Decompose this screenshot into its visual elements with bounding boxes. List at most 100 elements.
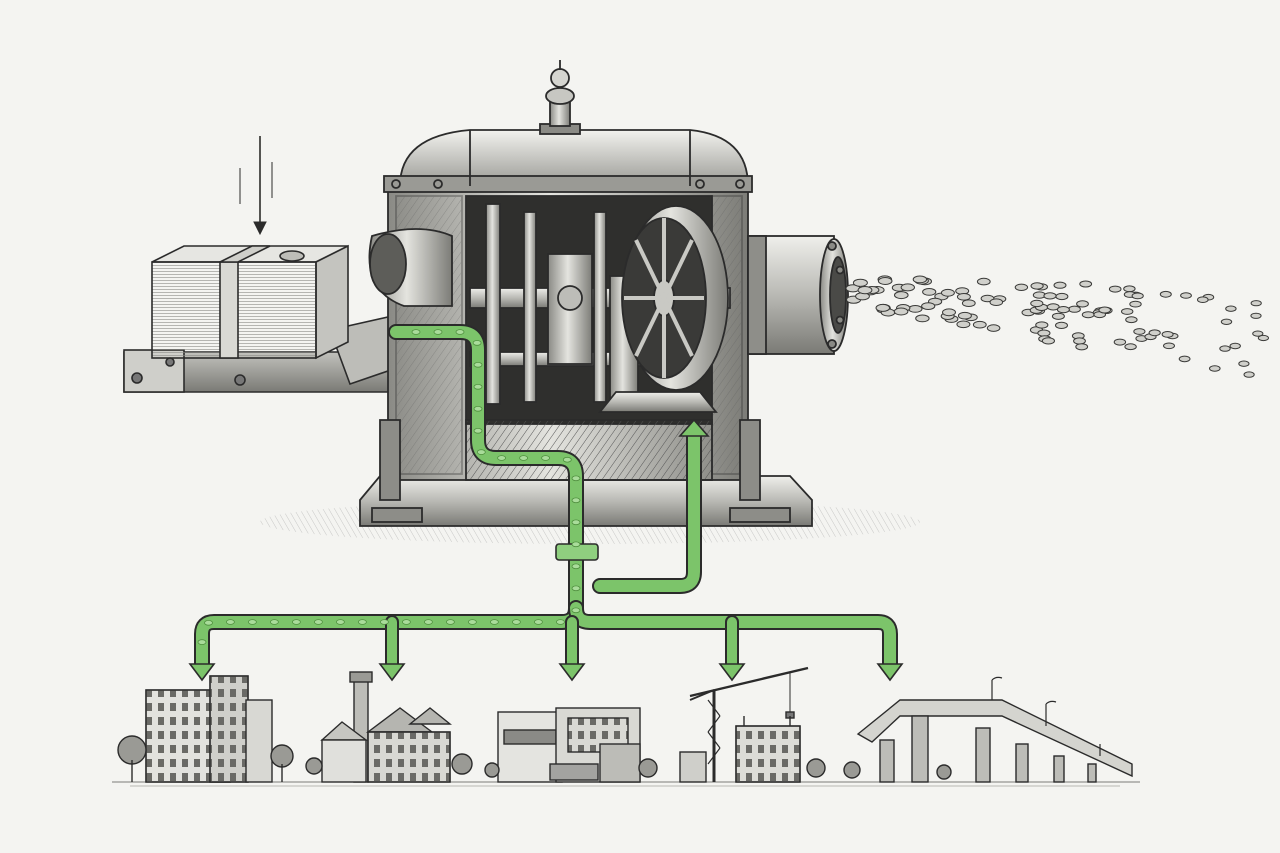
coin-icon xyxy=(1075,343,1089,351)
coin-icon xyxy=(1053,281,1067,289)
office-building xyxy=(484,707,658,783)
coin-icon xyxy=(1030,299,1044,308)
coin-icon xyxy=(1219,345,1231,352)
coin-icon xyxy=(512,619,521,625)
coin-icon xyxy=(473,427,483,434)
coin-icon xyxy=(1209,365,1221,372)
tree-icon xyxy=(484,758,658,778)
coin-icon xyxy=(961,299,976,308)
coin-icon xyxy=(197,639,207,645)
arrow-up-icon xyxy=(678,418,710,437)
factory xyxy=(305,671,473,783)
coin-icon xyxy=(411,329,421,335)
construction-site xyxy=(679,666,826,783)
coin-icon xyxy=(455,329,465,335)
coin-icon xyxy=(942,308,956,317)
coin-icon xyxy=(473,383,483,390)
coin-icon xyxy=(571,475,581,482)
coin-icon xyxy=(989,298,1004,307)
coin-icon xyxy=(489,619,499,625)
coin-icon xyxy=(922,288,937,296)
coin-icon xyxy=(1257,334,1270,342)
coin-icon xyxy=(571,585,581,592)
coin-icon xyxy=(1163,342,1175,350)
coin-icon xyxy=(957,311,972,320)
coin-icon xyxy=(1252,330,1264,337)
coin-icon xyxy=(1243,371,1255,378)
coin-icon xyxy=(986,324,1001,332)
coin-icon xyxy=(1250,312,1262,319)
tree-icon xyxy=(270,744,294,782)
arrow-down-icon xyxy=(188,663,216,682)
apartment-building xyxy=(117,675,294,783)
coin-icon xyxy=(467,619,477,625)
flow-arrowheads xyxy=(188,418,904,682)
coin-icon xyxy=(556,619,565,625)
arrow-down-icon xyxy=(558,663,586,682)
coin-icon xyxy=(1229,342,1241,350)
coin-icon xyxy=(1098,306,1111,314)
coin-icon xyxy=(433,329,443,335)
coin-icon xyxy=(900,283,915,292)
coin-icon xyxy=(225,619,235,625)
coin-icon xyxy=(571,541,581,548)
coin-icon xyxy=(1041,337,1056,345)
coin-icon xyxy=(1225,305,1237,312)
coin-icon xyxy=(1055,292,1069,301)
coin-icon xyxy=(313,619,323,625)
cash-bundle xyxy=(151,244,349,360)
coin-icon xyxy=(204,619,213,626)
coin-icon xyxy=(1043,292,1057,300)
coin-icon xyxy=(893,307,909,316)
coin-icon xyxy=(1051,312,1065,320)
tree-icon xyxy=(117,735,147,782)
coin-icon xyxy=(1068,305,1081,313)
coin-icon xyxy=(571,497,581,504)
coin-icon xyxy=(1056,306,1070,314)
coin-icon xyxy=(445,619,455,625)
coin-icon xyxy=(1121,308,1134,315)
coin-icon xyxy=(335,619,345,625)
coin-icon xyxy=(473,361,483,368)
tree-icon xyxy=(806,758,826,778)
coin-icon xyxy=(1220,318,1233,325)
coin-icon xyxy=(1073,337,1086,345)
coin-icon xyxy=(1108,285,1122,293)
coin-icon xyxy=(1180,292,1192,299)
coin-icon xyxy=(1161,331,1174,338)
arrow-down-icon xyxy=(876,663,904,682)
tree-icon xyxy=(843,761,952,780)
coin-icon xyxy=(877,277,893,285)
coin-icon xyxy=(1081,311,1095,319)
coin-icon xyxy=(1079,280,1093,288)
coin-icon xyxy=(541,455,550,461)
coin-icon xyxy=(1037,329,1051,337)
coin-icon xyxy=(571,519,581,526)
coin-icon xyxy=(908,305,923,313)
pipe-coins xyxy=(197,329,581,645)
coin-icon xyxy=(1125,316,1138,324)
coin-icon xyxy=(1124,343,1137,351)
coin-icon xyxy=(269,619,279,625)
coin-icon xyxy=(476,449,486,455)
coin-icon xyxy=(357,619,367,625)
coin-icon xyxy=(1197,296,1209,304)
coin-icon xyxy=(497,455,507,461)
coin-icon xyxy=(1030,282,1044,290)
coin-icon xyxy=(1131,292,1144,300)
coin-icon xyxy=(571,607,581,614)
coin-icon xyxy=(1148,329,1161,337)
coin-icon xyxy=(1076,300,1089,308)
coin-icon xyxy=(1129,300,1142,308)
arrow-down-icon xyxy=(718,663,746,682)
coin-icon xyxy=(1133,328,1146,335)
coin-icon xyxy=(1113,338,1127,346)
coin-icon xyxy=(857,286,873,295)
coin-icon xyxy=(912,275,928,284)
tree-icon xyxy=(451,753,473,775)
coin-icon xyxy=(976,277,991,286)
coin-icon xyxy=(1250,300,1262,307)
coin-icon xyxy=(1123,285,1136,293)
down-arrow-icon xyxy=(239,136,273,236)
